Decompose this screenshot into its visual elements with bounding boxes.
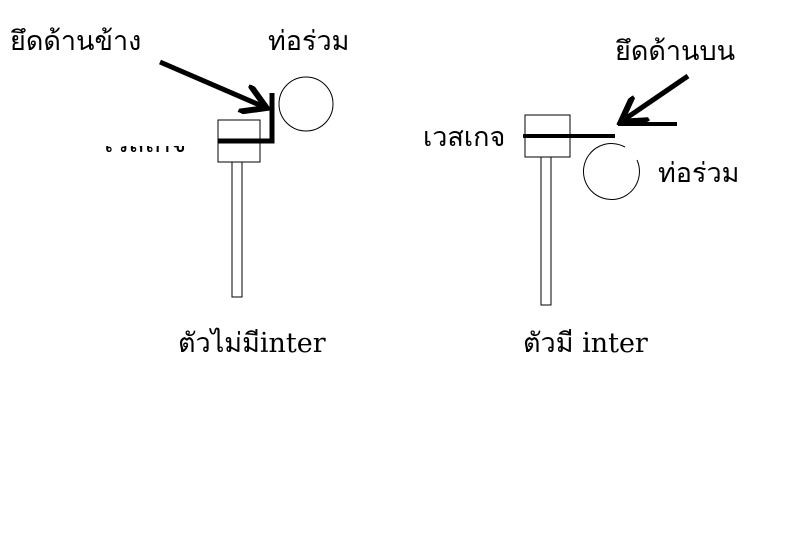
right-gauge-stem [540,156,552,306]
left-gauge-label: เวสเกจ [104,146,186,157]
left-manifold-pipe [278,76,334,132]
left-gauge-label-clip: เวสเกจ [104,146,186,160]
right-arrow [625,73,690,119]
left-arrow [159,59,262,106]
right-caption: ตัวมี inter [523,328,648,359]
right-manifold-label: ท่อร่วม [658,158,740,189]
left-caption: ตัวไม่มีinter [178,328,326,359]
left-gauge-stem [231,161,243,298]
left-manifold-label: ท่อร่วม [268,26,350,57]
top-mount-label: ยึดด้านบน [615,36,736,67]
side-mount-label: ยึดด้านข้าง [10,26,142,57]
right-gauge-label: เวสเกจ [423,122,506,153]
right-manifold-pipe [582,143,640,200]
left-side-bracket [218,93,275,144]
